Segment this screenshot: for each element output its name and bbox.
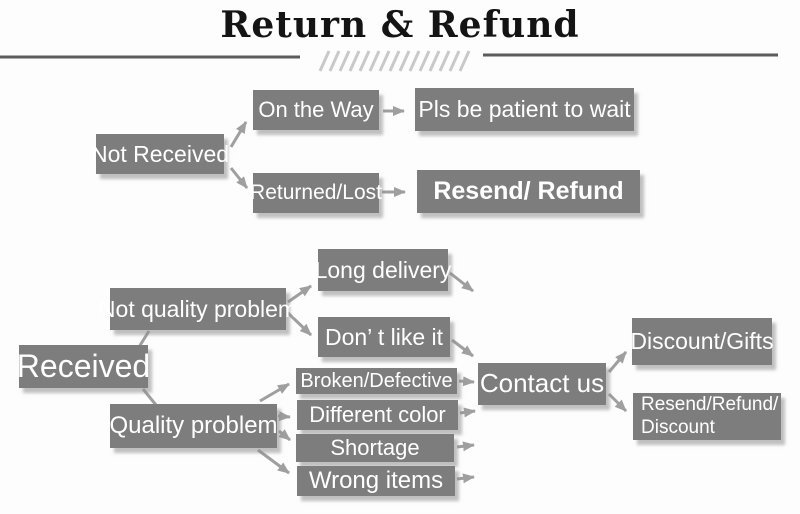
node-pls-be-patient: Pls be patient to wait [415, 88, 634, 131]
node-returned-lost: Returned/Lost [250, 173, 382, 213]
node-different-color: Different color [297, 400, 458, 430]
node-resend-refund: Resend/ Refund [417, 170, 640, 213]
flow-arrows [137, 106, 628, 484]
node-long-delivery: Long delivery [315, 249, 451, 291]
node-resend-refund-discount-line2: Discount [641, 416, 715, 438]
title-rule-lines [0, 53, 778, 59]
hatch-decoration [318, 50, 471, 72]
page-title: Return & Refund [220, 4, 580, 46]
node-discount-gifts: Discount/Gifts [630, 318, 774, 365]
node-resend-refund-discount-line1: Resend/Refund/ [641, 394, 779, 416]
node-resend-refund-discount: Resend/Refund/ Discount [633, 393, 781, 440]
node-not-received: Not Received [91, 134, 229, 174]
node-wrong-items: Wrong items [297, 466, 455, 496]
node-shortage: Shortage [296, 434, 454, 462]
node-not-quality-problem: Not quality problem [99, 288, 297, 330]
node-on-the-way: On the Way [253, 90, 379, 130]
node-broken-defective: Broken/Defective [296, 368, 457, 394]
node-quality-problem: Quality problem [109, 404, 278, 448]
node-dont-like-it: Don’ t like it [318, 317, 450, 357]
node-received: Received [17, 345, 150, 388]
node-contact-us: Contact us [478, 363, 606, 405]
